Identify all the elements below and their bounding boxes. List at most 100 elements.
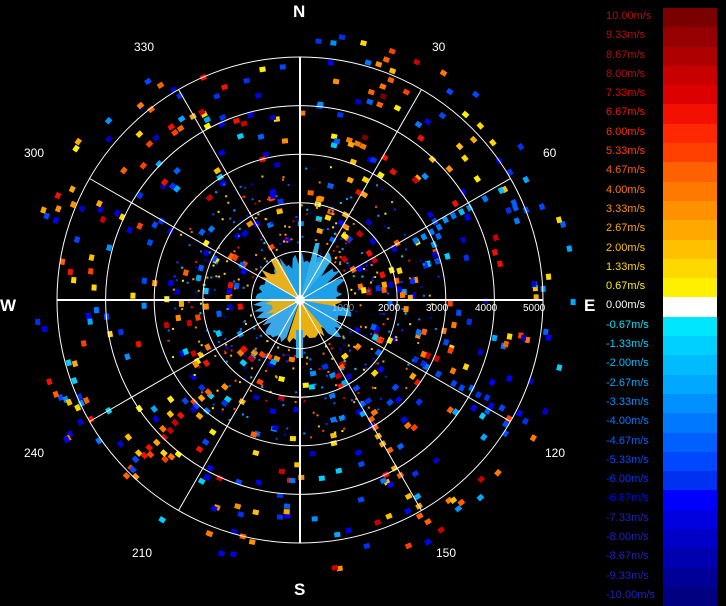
echo-speckle [216,389,219,392]
colorbar-swatch [663,355,717,375]
colorbar-label: 2.00m/s [606,241,646,254]
echo-cell [95,199,103,208]
echo-speckle [387,226,390,229]
colorbar-label: -2.67m/s [606,376,649,389]
colorbar-label: 8.67m/s [606,48,646,61]
azimuth-spoke [299,299,422,511]
echo-speckle [275,376,278,379]
echo-cell [421,328,428,336]
echo-cell [203,303,209,310]
echo-speckle [352,222,355,225]
echo-cell [289,477,296,484]
colorbar-swatch [663,548,717,568]
echo-speckle [188,244,191,247]
echo-cell [476,121,485,130]
polar-plot [35,34,576,572]
echo-cell [447,300,453,307]
echo-cell [363,542,371,550]
echo-cell [70,276,77,284]
echo-cell [195,445,204,453]
echo-speckle [270,222,273,225]
echo-speckle [418,318,421,321]
echo-speckle [382,312,385,315]
colorbar-swatch [663,509,717,530]
echo-speckle [173,275,176,278]
echo-speckle [172,327,175,330]
echo-cell [445,87,454,96]
echo-speckle [233,209,236,212]
echo-speckle [350,288,353,291]
echo-speckle [377,362,380,365]
echo-cell [210,505,218,512]
echo-cell [379,92,388,100]
echo-speckle [260,238,263,241]
echo-cell [136,222,144,230]
echo-cell [426,210,435,219]
colorbar-row: 2.00m/s [604,239,722,259]
echo-cell [403,507,412,515]
echo-cell [288,356,296,363]
echo-cell [454,504,463,513]
echo-cell [415,398,423,406]
angle-label-240: 240 [24,446,45,460]
echo-cell [202,407,211,415]
echo-speckle [339,255,342,258]
echo-speckle [319,252,322,255]
echo-speckle [221,408,224,411]
colorbar-row: 0.67m/s [604,278,722,298]
echo-speckle [217,246,220,249]
colorbar-swatch [663,393,717,414]
echo-cell [213,167,222,175]
echo-cell [135,130,144,139]
echo-cell [488,138,497,147]
echo-speckle [329,166,332,169]
echo-speckle [266,218,269,221]
echo-speckle [225,346,228,349]
echo-cell [223,395,232,403]
colorbar-swatch [663,220,717,240]
echo-cell [220,399,229,408]
echo-speckle [357,391,360,394]
echo-cell [181,397,190,405]
echo-speckle [306,213,309,216]
echo-cell [240,120,248,127]
echo-speckle [330,347,333,350]
colorbar-label: 7.33m/s [606,87,646,100]
echo-speckle [370,332,373,335]
echo-cell [470,404,478,413]
echo-cell [146,450,155,459]
echo-cell [504,414,513,423]
echo-speckle [417,342,420,345]
echo-cell [254,92,262,99]
echo-cell [520,334,527,342]
echo-speckle [422,263,425,266]
echo-speckle [284,225,287,228]
echo-cell [67,268,74,276]
echo-speckle [229,217,232,220]
echo-cell [87,268,94,275]
echo-cell [41,325,48,333]
echo-speckle [254,202,257,205]
colorbar-label: -0.67m/s [606,318,649,331]
echo-cell [361,176,370,184]
echo-cell [333,138,341,145]
echo-speckle [388,330,391,333]
echo-speckle [190,306,193,309]
echo-cell [141,302,147,309]
echo-speckle [207,232,210,235]
echo-speckle [194,326,197,329]
echo-cell [145,443,154,452]
echo-speckle [359,304,362,307]
echo-cell [167,452,176,461]
echo-speckle [342,368,345,371]
echo-cell [233,232,242,240]
echo-speckle [405,367,408,370]
echo-cell [152,438,161,447]
echo-speckle [282,353,285,356]
echo-cell [204,343,212,351]
echo-speckle [171,356,174,359]
echo-cell [366,98,374,106]
echo-cell [54,205,62,213]
echo-cell [284,513,291,519]
echo-cell [498,404,506,412]
